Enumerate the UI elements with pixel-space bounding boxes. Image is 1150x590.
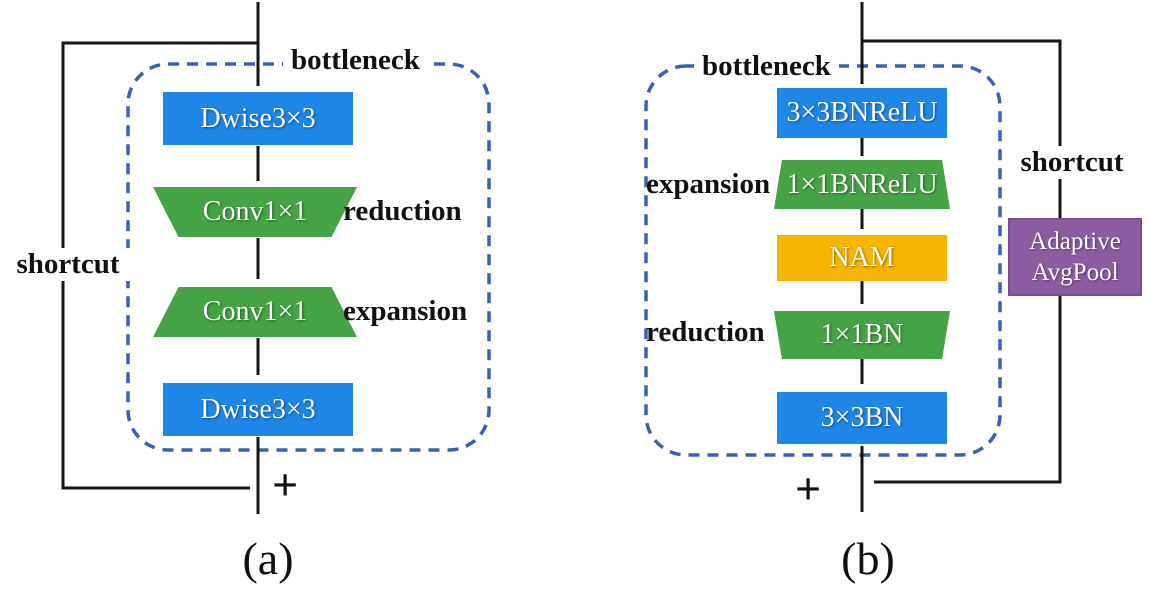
a-bottleneck-label: bottleneck bbox=[283, 44, 428, 78]
a-expansion-label: expansion bbox=[343, 295, 468, 327]
b-shortcut-label: shortcut bbox=[1006, 146, 1138, 180]
a-caption: (a) bbox=[242, 533, 294, 584]
b-block-bn-3x3: 3×3BN bbox=[777, 392, 947, 444]
a-block-dwise-top: Dwise3×3 bbox=[163, 92, 353, 145]
b-block-bn-1x1: 1×1BN bbox=[774, 311, 950, 359]
a-block-conv-reduction: Conv1×1 bbox=[153, 187, 357, 237]
b-reduction-label: reduction bbox=[646, 316, 765, 348]
b-bottleneck-label: bottleneck bbox=[694, 50, 839, 84]
b-caption: (b) bbox=[841, 533, 895, 584]
b-avgpool-line1: Adaptive bbox=[1029, 227, 1121, 255]
b-avgpool-line2: AvgPool bbox=[1031, 259, 1119, 286]
b-plus-sign: + bbox=[795, 463, 822, 514]
a-plus-sign: + bbox=[272, 459, 299, 510]
a-shortcut-label: shortcut bbox=[0, 248, 136, 282]
b-block-nam: NAM bbox=[777, 235, 947, 281]
a-block-dwise-bottom: Dwise3×3 bbox=[163, 383, 353, 436]
b-block-bnrelu-3x3: 3×3BNReLU bbox=[777, 88, 947, 138]
b-block-adaptive-avgpool: Adaptive AvgPool bbox=[1008, 218, 1142, 296]
b-expansion-label: expansion bbox=[646, 168, 771, 200]
b-block-bnrelu-1x1: 1×1BNReLU bbox=[774, 160, 950, 209]
a-block-conv-expansion: Conv1×1 bbox=[153, 287, 357, 337]
a-reduction-label: reduction bbox=[343, 195, 462, 227]
